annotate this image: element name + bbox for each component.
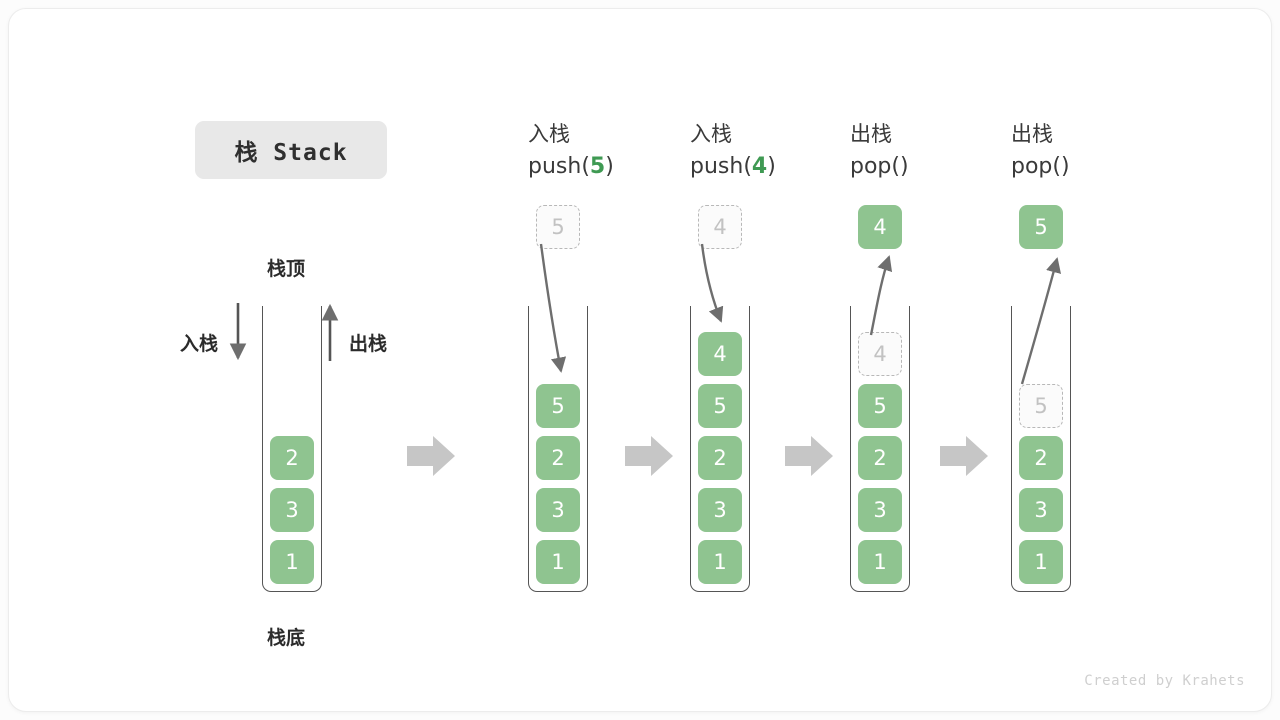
stack-cell: 3: [536, 488, 580, 532]
stack-container-4: [1011, 306, 1071, 592]
stack-cell: 1: [858, 540, 902, 584]
step-operation-code: pop(): [1011, 154, 1070, 179]
stack-cell: 4: [698, 332, 742, 376]
step-operation-label: 出栈: [1011, 122, 1053, 146]
step-header-3: 出栈 pop(): [850, 117, 1020, 183]
step-header-4: 出栈 pop(): [1011, 117, 1181, 183]
step-operation-code: push(5): [528, 154, 614, 179]
step-arrow-3: [785, 436, 833, 476]
floating-cell-2: 4: [698, 205, 742, 249]
stack-cell: 3: [1019, 488, 1063, 532]
stack-cell-initial: 2: [270, 436, 314, 480]
step-operation-arg: 5: [589, 154, 606, 179]
stack-cell: 2: [698, 436, 742, 480]
stack-cell: 2: [1019, 436, 1063, 480]
step-operation-label: 入栈: [528, 122, 570, 146]
step-operation-label: 入栈: [690, 122, 732, 146]
stack-top-label: 栈顶: [267, 259, 306, 280]
step-arrow-2: [625, 436, 673, 476]
arrow-overlay: [229, 243, 1062, 476]
step-arrow-4: [940, 436, 988, 476]
stack-cell: 3: [858, 488, 902, 532]
stack-container-2: [690, 306, 750, 592]
diagram-title-badge: 栈 Stack: [195, 121, 387, 179]
stack-cell: 4: [858, 332, 902, 376]
step-arrow-1: [407, 436, 455, 476]
pop-direction-label: 出栈: [349, 334, 388, 355]
stack-bottom-label: 栈底: [267, 628, 306, 649]
stack-cell: 2: [536, 436, 580, 480]
stack-cell: 2: [858, 436, 902, 480]
stack-cell: 5: [536, 384, 580, 428]
stack-cell: 5: [698, 384, 742, 428]
step-header-2: 入栈 push(4): [690, 117, 860, 183]
floating-cell-3: 4: [858, 205, 902, 249]
push-direction-label: 入栈: [180, 334, 219, 355]
stack-cell-initial: 1: [270, 540, 314, 584]
page-title: 栈 Stack: [234, 140, 348, 166]
stack-container-initial: [262, 306, 322, 592]
floating-cell-1: 5: [536, 205, 580, 249]
floating-cell-4: 5: [1019, 205, 1063, 249]
stack-container-3: [850, 306, 910, 592]
step-operation-code: push(4): [690, 154, 776, 179]
stack-cell: 3: [698, 488, 742, 532]
stack-cell: 5: [858, 384, 902, 428]
stack-cell-initial: 3: [270, 488, 314, 532]
step-operation-label: 出栈: [850, 122, 892, 146]
stack-cell: 5: [1019, 384, 1063, 428]
step-operation-code: pop(): [850, 154, 909, 179]
stack-cell: 1: [698, 540, 742, 584]
stack-container-1: [528, 306, 588, 592]
stack-cell: 1: [536, 540, 580, 584]
step-header-1: 入栈 push(5): [528, 117, 698, 183]
credit-text: Created by Krahets: [1084, 673, 1245, 689]
step-operation-arg: 4: [751, 154, 768, 179]
stack-cell: 1: [1019, 540, 1063, 584]
